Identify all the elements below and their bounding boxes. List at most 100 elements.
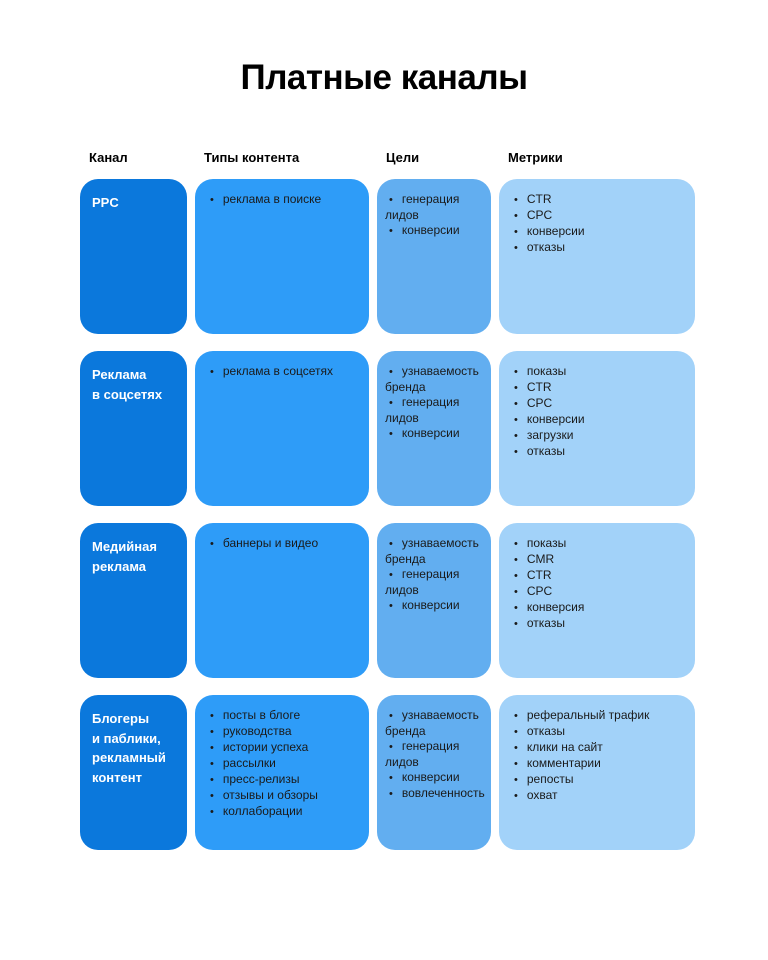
list-item-text: загрузки xyxy=(526,428,574,442)
bullet-icon: • xyxy=(210,366,214,378)
content-types-cell: •баннеры и видео xyxy=(195,523,369,678)
list-item: •загрузки xyxy=(509,428,685,444)
list-item: •отзывы и обзоры xyxy=(205,788,359,804)
bullet-icon: • xyxy=(210,742,214,754)
bullet-icon: • xyxy=(389,772,393,784)
list-item: •баннеры и видео xyxy=(205,536,359,552)
list-item-text: CPC xyxy=(526,584,553,598)
list-item: •конверсии xyxy=(509,224,685,240)
bullet-icon: • xyxy=(514,586,518,598)
list-item-text: отказы xyxy=(526,240,565,254)
list-item: •генерация лидов xyxy=(385,739,485,770)
list-item: •реклама в поиске xyxy=(205,192,359,208)
table-row: Реклама в соцсетях•реклама в соцсетях•уз… xyxy=(80,351,695,506)
list-item: • реферальный трафик xyxy=(509,708,685,724)
channel-cell: Блогеры и паблики, рекламный контент xyxy=(80,695,187,850)
list-item: •узнаваемость бренда xyxy=(385,536,485,567)
channel-label: PPC xyxy=(92,195,119,210)
metrics-cell: •показы•CTR•CPC•конверсии•загрузки•отказ… xyxy=(499,351,695,506)
list-item-text: реферальный трафик xyxy=(526,708,650,722)
list-item-text: генерация лидов xyxy=(385,192,460,222)
list-item-text: клики на сайт xyxy=(526,740,603,754)
bullet-icon: • xyxy=(210,774,214,786)
list-item-text: истории успеха xyxy=(222,740,309,754)
metrics-cell: •CTR•CPC•конверсии•отказы xyxy=(499,179,695,334)
list-item-text: генерация лидов xyxy=(385,739,460,769)
list-item-text: коллаборации xyxy=(222,804,303,818)
list-item: •отказы xyxy=(509,616,685,632)
list-item-text: баннеры и видео xyxy=(222,536,319,550)
bullet-icon: • xyxy=(389,538,393,550)
bullet-icon: • xyxy=(210,710,214,722)
bullet-icon: • xyxy=(514,554,518,566)
list-item-text: узнаваемость бренда xyxy=(385,708,479,738)
list-item: • пресс-релизы xyxy=(205,772,359,788)
list-item: •CPC xyxy=(509,208,685,224)
list-item-text: комментарии xyxy=(526,756,601,770)
content-types-cell: •реклама в поиске xyxy=(195,179,369,334)
list-item-text: вовлеченность xyxy=(401,786,485,800)
bullet-icon: • xyxy=(389,710,393,722)
bullet-icon: • xyxy=(389,366,393,378)
channel-label: Медийная реклама xyxy=(92,539,157,574)
bullet-icon: • xyxy=(389,397,393,409)
list-item-text: генерация лидов xyxy=(385,395,460,425)
list-item: •показы xyxy=(509,364,685,380)
bullet-icon: • xyxy=(514,446,518,458)
list-item-text: CPC xyxy=(526,396,553,410)
goals-cell: •узнаваемость бренда•генерация лидов•кон… xyxy=(377,351,491,506)
list-item: •реклама в соцсетях xyxy=(205,364,359,380)
bullet-icon: • xyxy=(389,741,393,753)
list-item: •конверсии xyxy=(385,770,485,786)
bullet-icon: • xyxy=(514,758,518,770)
list-item: •рассылки xyxy=(205,756,359,772)
list-item: •показы xyxy=(509,536,685,552)
list-item-text: узнаваемость бренда xyxy=(385,536,479,566)
list-item: •отказы xyxy=(509,724,685,740)
list-item-text: узнаваемость бренда xyxy=(385,364,479,394)
list-item-text: конверсии xyxy=(526,224,585,238)
list-item-text: пресс-релизы xyxy=(222,772,300,786)
column-header-channel: Канал xyxy=(89,150,128,165)
list-item-text: отзывы и обзоры xyxy=(222,788,318,802)
channel-cell: Медийная реклама xyxy=(80,523,187,678)
list-item-text: конверсии xyxy=(401,598,460,612)
bullet-icon: • xyxy=(389,788,393,800)
list-item-text: показы xyxy=(526,364,567,378)
list-item-text: конверсии xyxy=(401,426,460,440)
channel-cell: PPC xyxy=(80,179,187,334)
bullet-icon: • xyxy=(514,790,518,802)
table-body: PPC•реклама в поиске•генерация лидов•кон… xyxy=(0,179,768,850)
list-item: • истории успеха xyxy=(205,740,359,756)
list-item-text: посты в блоге xyxy=(222,708,301,722)
goals-cell: •узнаваемость бренда•генерация лидов•кон… xyxy=(377,523,491,678)
bullet-icon: • xyxy=(389,428,393,440)
bullet-icon: • xyxy=(514,210,518,222)
bullet-icon: • xyxy=(210,194,214,206)
list-item-text: отказы xyxy=(526,724,565,738)
bullet-icon: • xyxy=(514,774,518,786)
bullet-icon: • xyxy=(514,710,518,722)
list-item: •конверсии xyxy=(509,412,685,428)
list-item: • конверсии xyxy=(385,426,485,442)
bullet-icon: • xyxy=(514,382,518,394)
list-item: • CPC xyxy=(509,584,685,600)
list-item: • комментарии xyxy=(509,756,685,772)
list-item-text: показы xyxy=(526,536,567,550)
list-item: •конверсия xyxy=(509,600,685,616)
bullet-icon: • xyxy=(514,194,518,206)
bullet-icon: • xyxy=(514,242,518,254)
list-item-text: конверсии xyxy=(401,223,460,237)
table-row: Блогеры и паблики, рекламный контент • пос… xyxy=(80,695,695,850)
list-item: • вовлеченность xyxy=(385,786,485,802)
channel-label: Блогеры и паблики, рекламный контент xyxy=(92,711,166,785)
bullet-icon: • xyxy=(514,742,518,754)
bullet-icon: • xyxy=(514,570,518,582)
list-item: •охват xyxy=(509,788,685,804)
list-item-text: CTR xyxy=(526,380,552,394)
bullet-icon: • xyxy=(210,726,214,738)
list-item: • отказы xyxy=(509,240,685,256)
page-title: Платные каналы xyxy=(240,58,528,97)
bullet-icon: • xyxy=(389,600,393,612)
